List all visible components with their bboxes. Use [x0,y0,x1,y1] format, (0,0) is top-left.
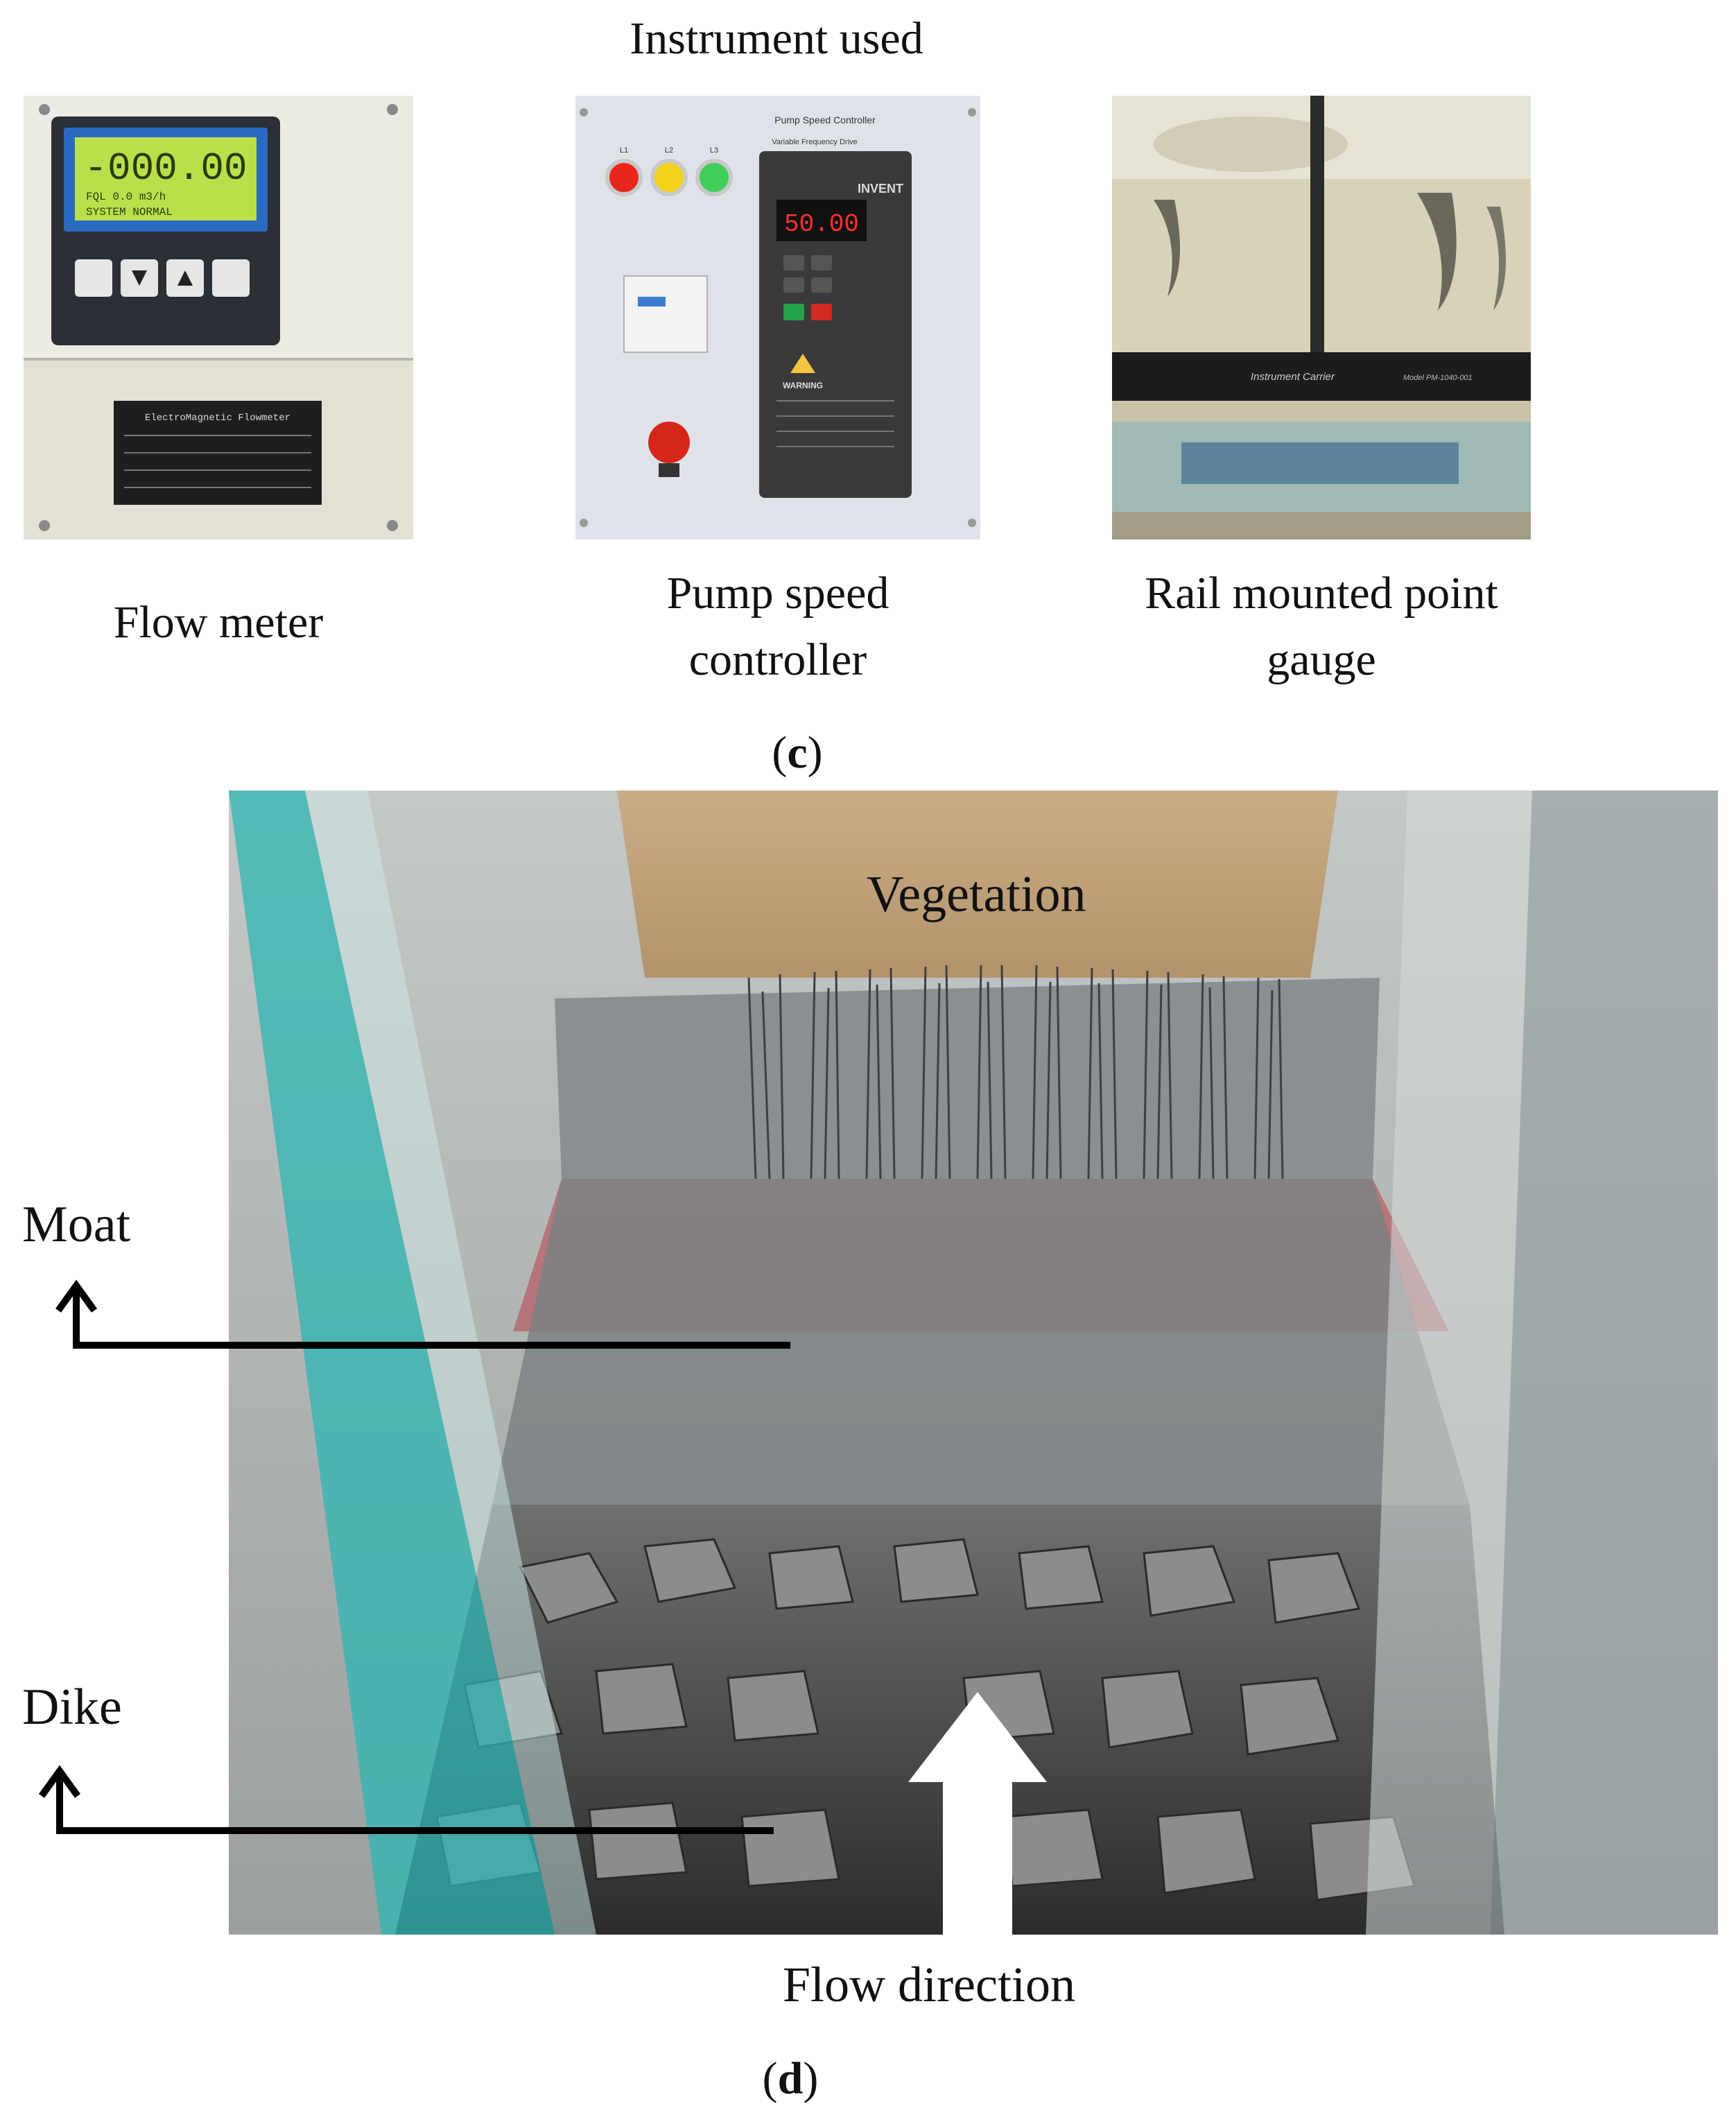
lamp-label-l1: L1 [620,146,628,155]
warning-text: WARNING [783,381,823,390]
flow-meter-readout-line2: FQL 0.0 m3/h [86,191,166,203]
moat-gravel [492,1179,1470,1505]
lamp-label-l3: L3 [710,146,718,155]
flow-meter-photo: -000.00 FQL 0.0 m3/h SYSTEM NORMAL Elect… [24,96,413,539]
point-gauge-caption-line1: Rail mounted point [1145,568,1498,619]
carrier-model: Model PM-1040-001 [1403,374,1473,382]
pump-controller-photo: Pump Speed Controller L1 L2 L3 Variable … [575,96,980,539]
panel-c-label: (c) [772,727,823,778]
point-gauge-caption: Rail mounted point gauge [1082,560,1561,693]
drive-title: Variable Frequency Drive [772,138,857,146]
brand-logo: INVENT [858,182,903,196]
flow-meter-readout: -000.00 [84,146,247,191]
panel-d-label: (d) [762,2053,819,2104]
glass-frame-right [1366,790,1532,1935]
yellow-lamp-icon [650,159,688,196]
vegetation-label: Vegetation [867,866,1086,923]
nameplate-title: ElectroMagnetic Flowmeter [145,413,290,424]
moat-pointer-arrow-icon [55,1279,790,1349]
flow-meter-caption: Flow meter [24,589,413,656]
point-gauge-caption-line2: gauge [1267,634,1376,685]
warning-icon [790,354,815,373]
flow-direction-label: Flow direction [783,1957,1075,2012]
drive-readout: 50.00 [784,210,859,239]
pump-controller-caption-line1: Pump speed [666,568,889,619]
dike-pointer-arrow-icon [39,1765,774,1834]
flow-meter-caption-line1: Flow meter [113,597,324,648]
wooden-floor [617,790,1338,978]
moat-label: Moat [22,1196,131,1253]
pump-panel-title: Pump Speed Controller [774,114,876,126]
point-gauge-photo: Instrument Carrier Model PM-1040-001 [1112,96,1531,539]
lamp-label-l2: L2 [665,146,673,155]
dike-label: Dike [22,1679,122,1736]
vegetation-stems [747,965,1284,1179]
glass-frame-left [229,790,555,1935]
panel-c-title: Instrument used [630,13,923,64]
carrier-label: Instrument Carrier [1251,371,1335,383]
pump-controller-caption-line2: controller [688,634,867,685]
flow-meter-readout-line3: SYSTEM NORMAL [86,206,173,218]
flow-direction-arrow-icon [908,1692,1047,1935]
flume-photo [229,790,1718,1935]
pump-controller-caption: Pump speed controller [575,560,980,693]
red-lamp-icon [605,159,643,196]
green-lamp-icon [695,159,733,196]
